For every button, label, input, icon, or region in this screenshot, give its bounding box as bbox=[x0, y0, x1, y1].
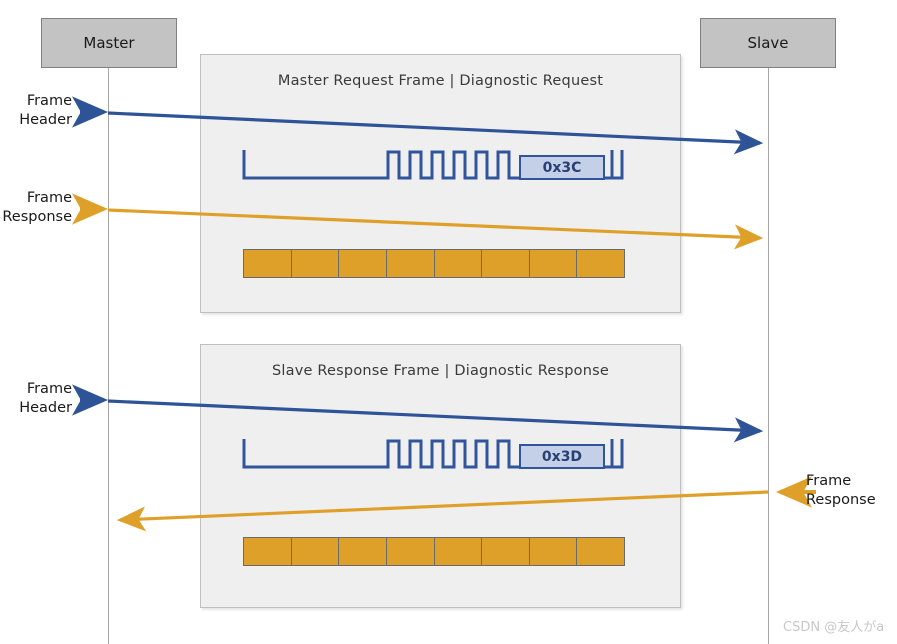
byte-cell bbox=[434, 250, 483, 277]
pid-label-0x3d: 0x3D bbox=[541, 448, 583, 465]
byte-cell bbox=[244, 538, 292, 565]
frame-header-label-top-line2: Header bbox=[19, 112, 72, 128]
byte-cell bbox=[482, 250, 530, 277]
byte-cell bbox=[339, 250, 387, 277]
pid-label-0x3c: 0x3C bbox=[542, 159, 582, 176]
byte-cell bbox=[386, 538, 435, 565]
master-request-data-bytes bbox=[243, 249, 625, 278]
byte-cell bbox=[577, 538, 624, 565]
pid-box-0x3d: 0x3D bbox=[519, 444, 605, 469]
slave-response-panel-title: Slave Response Frame | Diagnostic Respon… bbox=[272, 363, 609, 379]
frame-response-label-top-line1: Frame bbox=[26, 190, 72, 206]
byte-cell bbox=[291, 538, 340, 565]
master-node-label: Master bbox=[83, 34, 135, 52]
byte-cell bbox=[339, 538, 387, 565]
csdn-watermark: CSDN @友人がa bbox=[783, 620, 885, 635]
byte-cell bbox=[434, 538, 483, 565]
slave-lifeline bbox=[768, 68, 769, 644]
frame-header-label-bottom-line2: Header bbox=[19, 400, 72, 416]
pid-box-0x3c: 0x3C bbox=[519, 155, 605, 180]
master-lifeline bbox=[108, 68, 109, 644]
frame-response-label-bottom-line1: Frame bbox=[806, 473, 852, 489]
byte-cell bbox=[529, 250, 578, 277]
frame-response-label-top: Frame Response bbox=[0, 189, 72, 227]
frame-header-label-bottom-line1: Frame bbox=[26, 381, 72, 397]
frame-header-label-top: Frame Header bbox=[0, 92, 72, 130]
master-node-box: Master bbox=[41, 18, 177, 68]
slave-node-box: Slave bbox=[700, 18, 836, 68]
frame-header-label-top-line1: Frame bbox=[26, 93, 72, 109]
byte-cell bbox=[529, 538, 578, 565]
master-request-panel-title: Master Request Frame | Diagnostic Reques… bbox=[277, 73, 604, 89]
slave-response-panel: Slave Response Frame | Diagnostic Respon… bbox=[200, 344, 681, 608]
byte-cell bbox=[386, 250, 435, 277]
slave-response-data-bytes bbox=[243, 537, 625, 566]
byte-cell bbox=[577, 250, 624, 277]
byte-cell bbox=[482, 538, 530, 565]
frame-response-label-top-line2: Response bbox=[2, 209, 72, 225]
slave-node-label: Slave bbox=[747, 34, 789, 52]
byte-cell bbox=[291, 250, 340, 277]
byte-cell bbox=[244, 250, 292, 277]
frame-response-label-bottom-line2: Response bbox=[806, 492, 876, 508]
frame-header-label-bottom: Frame Header bbox=[0, 380, 72, 418]
frame-response-label-bottom: Frame Response bbox=[806, 472, 896, 510]
